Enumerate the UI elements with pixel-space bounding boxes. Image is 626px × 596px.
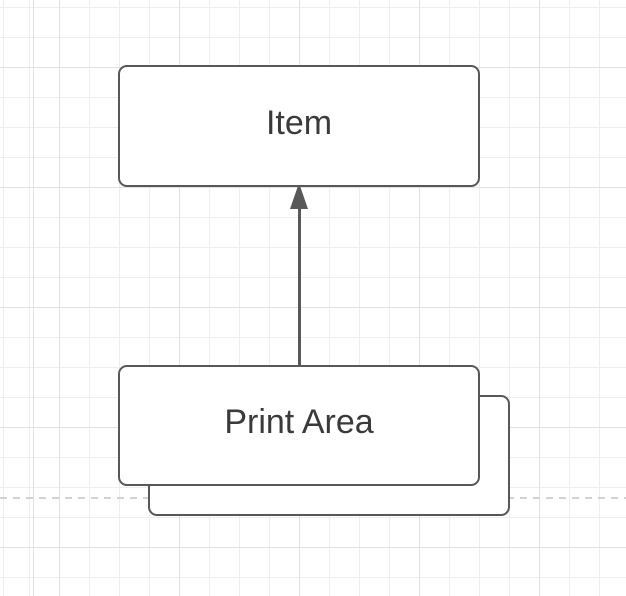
node-item[interactable]: Item: [118, 65, 480, 187]
connector-line[interactable]: [298, 207, 301, 366]
arrowhead-up-icon[interactable]: [289, 183, 308, 209]
node-print-area-label: Print Area: [224, 403, 374, 441]
node-item-label: Item: [265, 103, 333, 142]
node-print-area[interactable]: Print Area: [118, 365, 480, 486]
